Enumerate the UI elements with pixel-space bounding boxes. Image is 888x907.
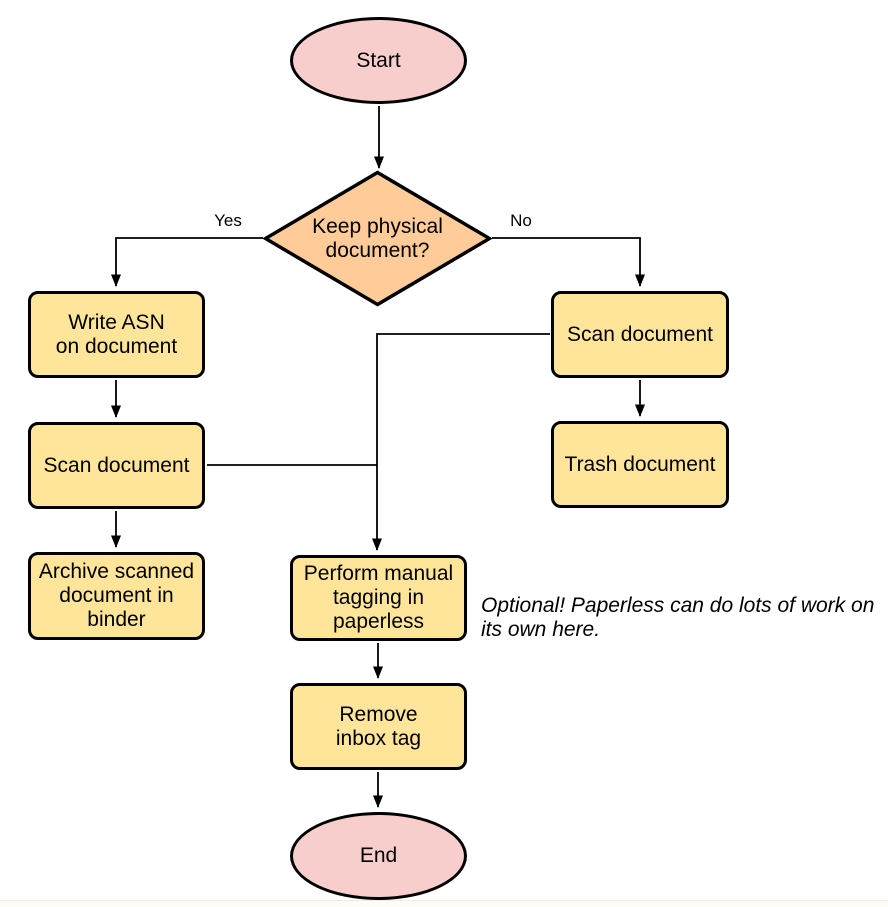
node-label: tagging in xyxy=(332,586,425,609)
node-trash-document: Trash document xyxy=(551,421,729,508)
node-label: Keep physical xyxy=(312,214,443,238)
node-label: document in xyxy=(59,584,174,607)
node-label: on document xyxy=(55,334,178,358)
edge-decision-no-to-scan-right xyxy=(492,237,645,287)
node-label: document? xyxy=(325,238,430,262)
node-label: Trash document xyxy=(564,452,716,476)
node-label: Perform manual xyxy=(303,562,454,585)
decision-diamond-shape xyxy=(263,170,492,307)
node-label: Remove xyxy=(339,702,418,726)
node-write-asn: Write ASN on document xyxy=(28,291,205,378)
node-archive-document: Archive scanned document in binder xyxy=(28,552,205,640)
page-bottom-strip xyxy=(0,901,888,907)
node-label: Scan document xyxy=(567,322,713,346)
edge-scan-right-to-tagging xyxy=(372,333,550,551)
node-manual-tagging: Perform manual tagging in paperless xyxy=(290,555,467,641)
node-end: End xyxy=(290,812,467,900)
node-scan-document-right: Scan document xyxy=(551,291,729,378)
node-label: Write ASN xyxy=(68,310,165,334)
node-scan-document-left: Scan document xyxy=(28,422,205,509)
edge-decision-yes-to-write-asn xyxy=(111,237,263,287)
node-remove-inbox-tag: Remove inbox tag xyxy=(290,683,467,770)
node-label: Scan document xyxy=(43,453,190,477)
node-decision: Keep physical document? xyxy=(265,172,490,305)
node-label: paperless xyxy=(332,610,425,633)
annotation-line: its own here. xyxy=(481,618,601,641)
edge-label-yes: Yes xyxy=(214,211,242,230)
node-label: Start xyxy=(356,48,401,72)
annotation-line: Optional! Paperless can do lots of work … xyxy=(481,594,875,617)
annotation-note: Optional! Paperless can do lots of work … xyxy=(481,594,888,642)
edge-label-no: No xyxy=(510,211,532,230)
page-bottom-divider xyxy=(0,900,888,901)
node-start: Start xyxy=(290,17,467,104)
node-label: End xyxy=(359,844,398,867)
node-label: inbox tag xyxy=(335,726,422,750)
node-label: Archive scanned xyxy=(38,560,195,583)
node-label: binder xyxy=(87,608,146,631)
